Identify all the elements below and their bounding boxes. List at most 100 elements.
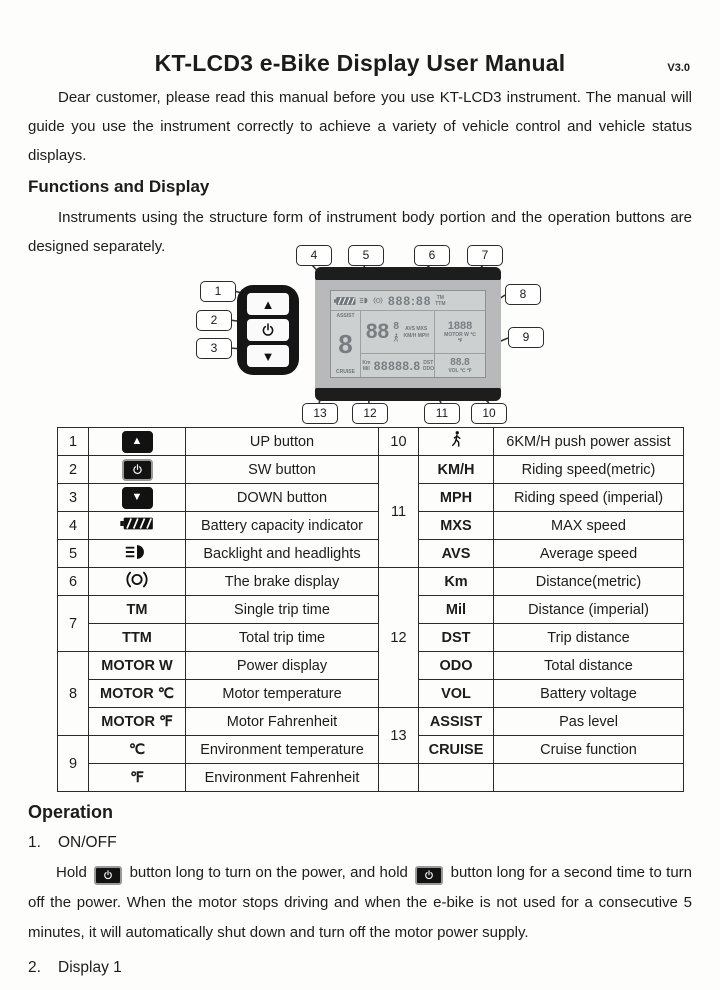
item-desc: Distance(metric) — [493, 567, 684, 596]
table-row: 8 MOTOR W Power display ODO Total distan… — [57, 651, 684, 736]
icon-cell — [88, 567, 186, 596]
icon-cell — [88, 455, 186, 484]
item-desc: Power display — [185, 651, 379, 680]
trip-time-units: TM TTM — [435, 294, 446, 307]
keypad: ▲ ▼ — [237, 285, 299, 375]
table-row: 1 ▲ UP button 10 6KM/H push power assist — [57, 427, 684, 456]
operation-item-2: 2. Display 1 — [28, 957, 692, 979]
functions-body: Instruments using the structure form of … — [28, 209, 692, 255]
battery-icon — [334, 296, 356, 306]
item-desc: Cruise function — [493, 735, 684, 764]
assist-level-digit: 8 — [338, 329, 353, 359]
item-number: 9 — [57, 735, 89, 792]
version-label: V3.0 — [667, 62, 690, 74]
callout-4: 4 — [296, 245, 332, 266]
cruise-label: CRUISE — [336, 369, 355, 375]
item-label: MOTOR ℉ — [88, 707, 186, 736]
brake-icon — [125, 571, 149, 588]
item-label: Km — [418, 567, 494, 596]
item-number: 2 — [57, 455, 89, 484]
item-number: 13 — [378, 707, 419, 764]
item-desc: Environment temperature — [185, 735, 379, 764]
callout-10: 10 — [471, 403, 507, 424]
table-row: TTM Total trip time DST Trip distance — [58, 623, 684, 652]
item-label: MOTOR W — [88, 651, 186, 680]
power-button-inline — [94, 865, 123, 885]
icon-cell: ▲ — [88, 427, 186, 456]
voltage-labels: VOL ℃ ℉ — [448, 367, 472, 374]
distance-digits: 88888.8 — [373, 358, 421, 373]
item-label: ODO — [418, 651, 494, 680]
item-desc: Battery capacity indicator — [185, 511, 379, 540]
item-number: 4 — [57, 511, 89, 540]
item-desc: Motor Fahrenheit — [185, 707, 379, 736]
callout-7: 7 — [467, 245, 503, 266]
item-desc: Total trip time — [185, 623, 379, 652]
item-desc: Riding speed (imperial) — [493, 483, 684, 512]
item-desc: Pas level — [493, 707, 684, 736]
item-desc: Environment Fahrenheit — [185, 763, 379, 792]
item-desc: Riding speed(metric) — [493, 455, 684, 484]
table-row: 3 ▼ DOWN button MPH Riding speed (imperi… — [57, 483, 684, 512]
item-desc: Average speed — [493, 539, 684, 568]
down-arrow-icon: ▼ — [131, 491, 143, 503]
empty-cell — [493, 763, 684, 792]
item-label: TTM — [88, 623, 186, 652]
item-label: ℉ — [88, 763, 186, 792]
item-label: VOL — [418, 679, 494, 708]
headlight-icon — [124, 544, 150, 560]
para-text: Hold — [56, 864, 87, 881]
item-label: MXS — [418, 511, 494, 540]
item-desc: Trip distance — [493, 623, 684, 652]
voltage-digits: 88.8 — [450, 356, 470, 368]
trip-time-digits: 888:88 — [388, 293, 432, 308]
callout-11: 11 — [424, 403, 460, 424]
operation-item-1: 1. ON/OFF — [28, 832, 692, 854]
headlight-icon — [359, 297, 370, 304]
callout-1: 1 — [200, 281, 236, 302]
item-number: 11 — [378, 455, 419, 568]
speed-units-bottom: KM/H MPH — [403, 332, 429, 339]
item-number: 1 — [57, 427, 89, 456]
item-number: 8 — [57, 651, 89, 736]
callout-2: 2 — [196, 310, 232, 331]
item-number: 7 — [57, 595, 89, 652]
list-title: ON/OFF — [58, 834, 117, 851]
empty-cell — [378, 763, 419, 792]
callout-5: 5 — [348, 245, 384, 266]
table-row: 7 TM Single trip time Mil Distance (impe… — [57, 595, 684, 652]
speed-small-digit: 8 — [393, 320, 399, 332]
item-label: ℃ — [88, 735, 186, 764]
intro-paragraph: Dear customer, please read this manual b… — [28, 89, 692, 164]
item-label: KM/H — [418, 455, 494, 484]
table-row: MOTOR ℃ Motor temperature VOL Battery vo… — [58, 679, 684, 708]
table-row: 5 Backlight and headlights AVS Average s… — [57, 539, 684, 568]
list-number: 1. — [28, 834, 41, 851]
item-label: TM — [88, 595, 186, 624]
power-icon — [261, 323, 275, 337]
up-arrow-icon: ▲ — [131, 435, 143, 447]
pedestrian-icon — [392, 333, 400, 343]
item-number: 10 — [378, 427, 419, 456]
item-desc: SW button — [185, 455, 379, 484]
power-button-inline — [415, 865, 444, 885]
item-label: MPH — [418, 483, 494, 512]
up-arrow-icon: ▲ — [261, 296, 275, 312]
up-button: ▲ — [247, 293, 289, 315]
battery-icon — [119, 516, 155, 531]
assist-label: ASSIST — [336, 313, 355, 319]
icon-cell: ▼ — [88, 483, 186, 512]
empty-cell — [418, 763, 494, 792]
item-number: 6 — [57, 567, 89, 596]
down-arrow-icon: ▼ — [261, 348, 275, 364]
table-row: 4 Battery capacity indicator MXS MAX spe… — [57, 511, 684, 540]
lcd-display: 888:88 TM TTM ASSIST 8 CRUISE 88 8 — [315, 267, 501, 401]
pedestrian-icon — [449, 430, 464, 449]
lcd-top-band — [315, 267, 501, 280]
para-text: button long for a second time to turn of… — [28, 864, 693, 941]
speed-digits: 88 — [365, 320, 390, 343]
callout-13: 13 — [302, 403, 338, 424]
table-row: 2 SW button 11 KM/H Riding speed(metric) — [57, 455, 684, 568]
down-button: ▼ — [247, 345, 289, 367]
